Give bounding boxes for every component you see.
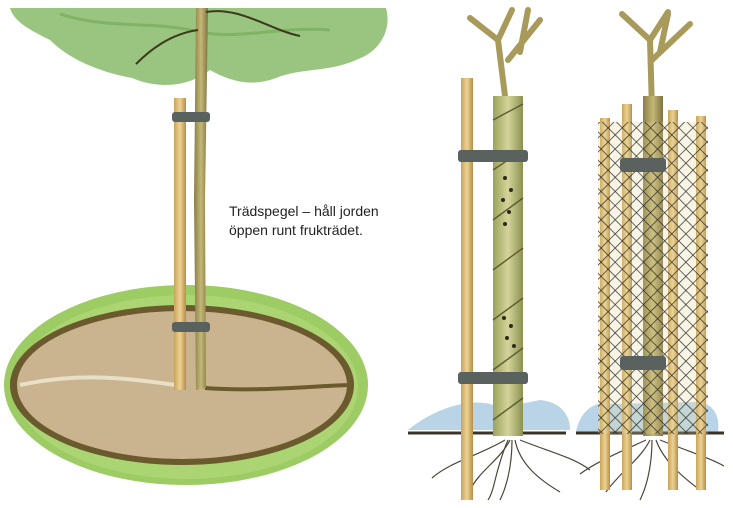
tree-tie [458,372,528,384]
tree-tie [172,112,210,122]
support-stake [461,78,473,500]
caption-line-2: öppen runt frukträdet. [229,221,429,240]
caption-text: Trädspegel – håll jorden öppen runt fruk… [229,202,429,240]
tree-tie [172,322,210,332]
caption-line-1: Trädspegel – håll jorden [229,202,429,221]
tree-tie [458,150,528,162]
panel-mesh-guard [576,12,724,500]
tree-tie [620,158,666,172]
roots [432,440,590,500]
support-stake [174,98,186,390]
panel-spiral-guard [408,10,590,500]
panel-mulch-circle [4,8,388,485]
snow-patch [408,400,570,430]
tree-tie [620,356,666,370]
